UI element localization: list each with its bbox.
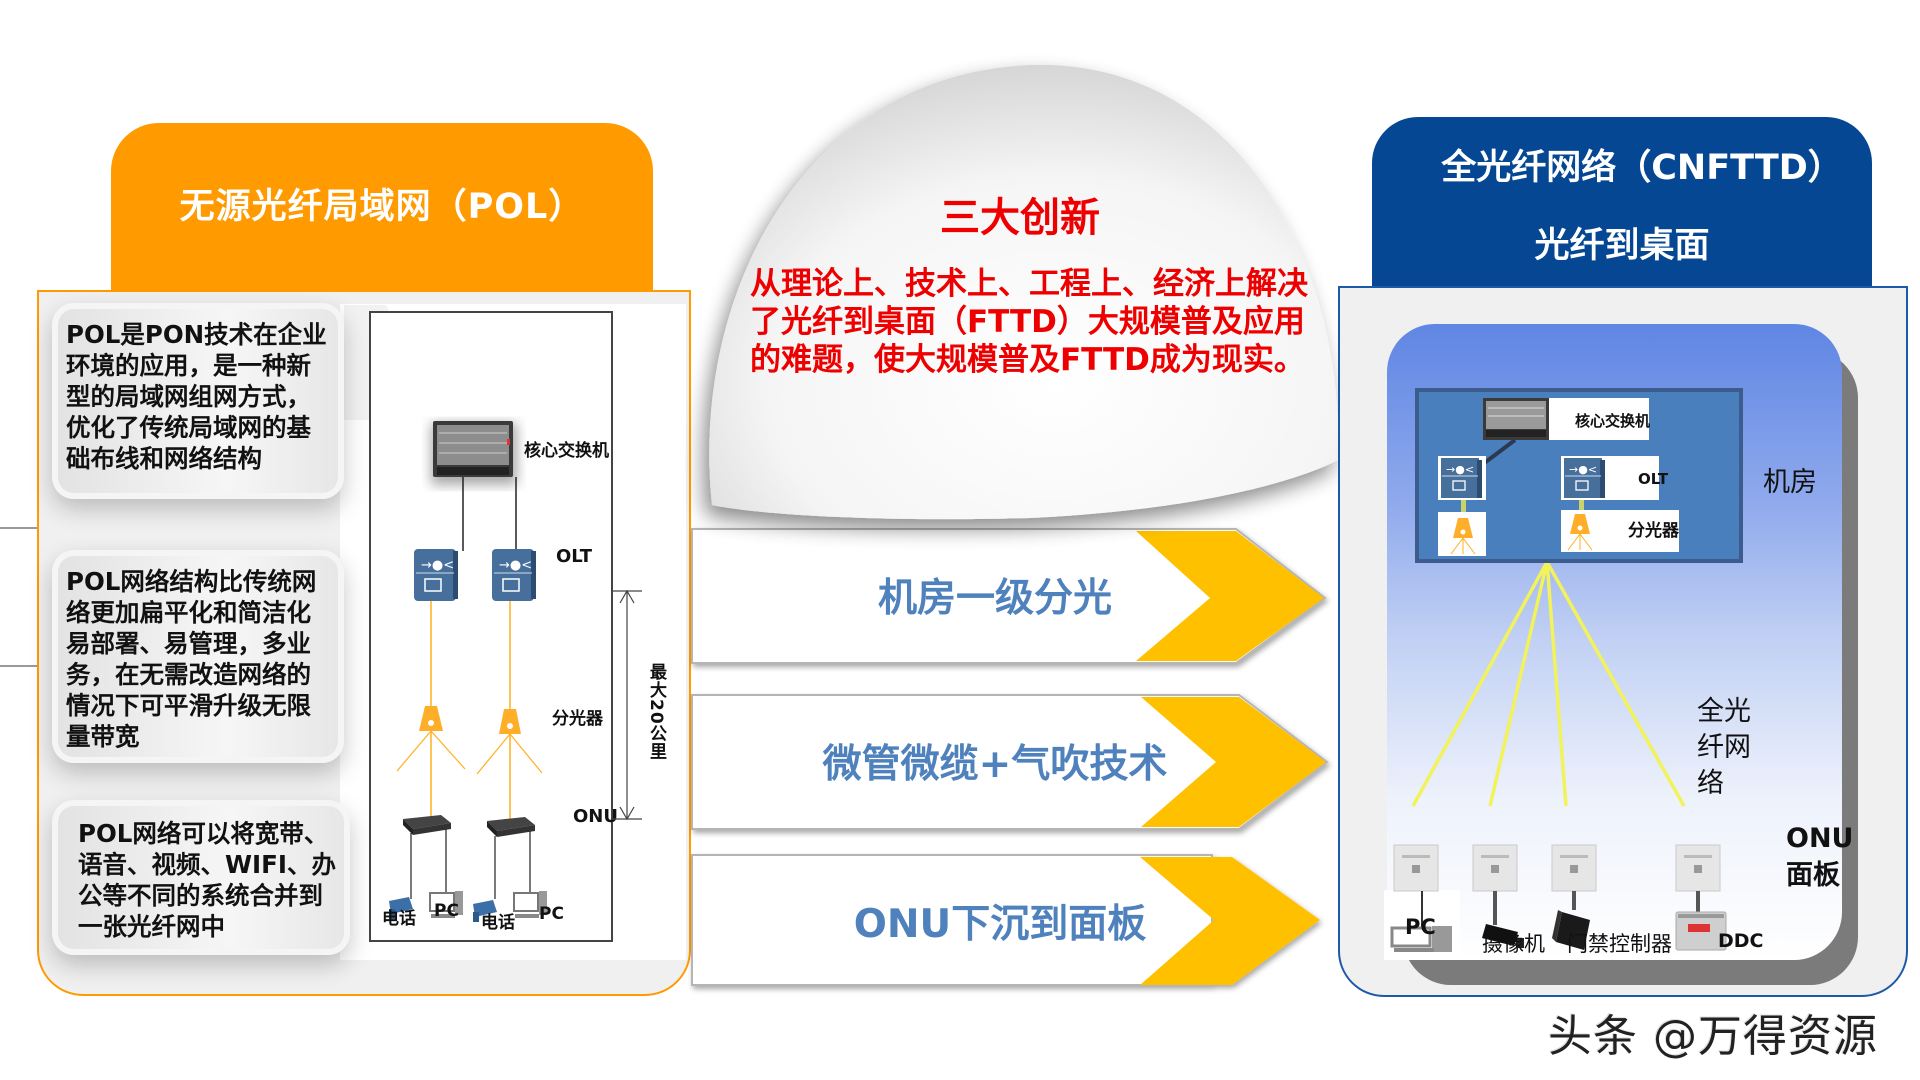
distance-arrow [612, 589, 642, 821]
onu-icon [487, 817, 535, 837]
pc-icon [513, 891, 547, 918]
arrow-label-microduct: 微管微缆+气吹技术 [822, 742, 1168, 787]
core-switch-icon [431, 421, 517, 485]
endpoint-label: PC [434, 901, 459, 921]
cnfttd-header-title: 全光纤网络（CNFTTD） [1441, 148, 1843, 188]
pol-header: 无源光纤局域网（POL） [111, 123, 653, 303]
pol-header-title: 无源光纤局域网（POL） [179, 187, 585, 227]
pc-icon [1390, 926, 1452, 952]
phone-icon [389, 897, 413, 919]
splitter-icon [1450, 518, 1476, 555]
splitter-icon [476, 709, 543, 775]
fiber-line [1488, 561, 1549, 807]
device-label: PC [1405, 915, 1436, 939]
innovation-body: 从理论上、技术上、工程上、经济上解决了光纤到桌面（FTTD）大规模普及应用的难题… [750, 266, 1308, 378]
splitter-icon [1567, 514, 1593, 551]
fiber-line [1411, 561, 1549, 807]
watermark: 头条 @万得资源 [1548, 1011, 1878, 1062]
olt-label: OLT [556, 546, 593, 567]
device-label: 摄像机 [1482, 932, 1545, 956]
access-controller-icon [1552, 910, 1590, 950]
dome-shape [709, 64, 1339, 520]
onu-panel-label: ONU面板 [1786, 823, 1854, 891]
splitter-label: 分光器 [552, 709, 603, 729]
arrow-shape [691, 694, 1329, 830]
splitter-label: 分光器 [1628, 521, 1679, 541]
endpoint-label: PC [539, 904, 564, 924]
fiber-network-label: 全光纤网络 [1697, 696, 1751, 799]
room-equipment-graphics: →●< →●< [1438, 398, 1679, 556]
device-label: DDC [1718, 930, 1764, 952]
splitter-icon [396, 706, 466, 772]
pol-topology-diagram [369, 311, 613, 942]
innovation-dome: 三大创新 从理论上、技术上、工程上、经济上解决了光纤到桌面（FTTD）大规模普及… [700, 55, 1340, 525]
ddc-controller-icon [1675, 911, 1727, 951]
device-label: 门禁控制器 [1567, 932, 1672, 956]
olt-icon: →●< [492, 549, 536, 601]
core-switch-label: 核心交换机 [524, 441, 609, 461]
endpoint-label: 电话 [481, 913, 515, 933]
onu-label: ONU [573, 806, 618, 827]
pol-card-text: POL是PON技术在企业环境的应用，是一种新型的局域网组网方式，优化了传统局域网… [66, 320, 327, 473]
pol-topology-graphics: →●< →●< [389, 421, 547, 922]
pol-card-convergence: POL网络可以将宽带、语音、视频、WIFI、办公等不同的系统合并到一张光纤网中 [52, 800, 350, 955]
pc-icon [429, 891, 463, 918]
onu-panel-icon [1472, 844, 1518, 892]
core-switch-icon [1483, 398, 1549, 440]
olt-icon: →●< [1441, 458, 1482, 498]
pol-card-text: POL网络可以将宽带、语音、视频、WIFI、办公等不同的系统合并到一张光纤网中 [78, 819, 336, 941]
phone-icon [473, 900, 497, 922]
svg-text:→●<: →●< [499, 558, 532, 573]
arrow-label-onu-panel: ONU下沉到面板 [853, 902, 1147, 947]
svg-text:→●<: →●< [421, 558, 454, 573]
olt-label: OLT [1638, 470, 1669, 488]
arrow-shape [691, 854, 1320, 986]
pol-card-text: POL网络结构比传统网络更加扁平化和简洁化易部署、易管理，多业务，在无需改造网络… [66, 567, 317, 751]
fiber-line [1545, 561, 1686, 807]
arrow-shape [691, 528, 1327, 664]
pol-card-structure: POL网络结构比传统网络更加扁平化和简洁化易部署、易管理，多业务，在无需改造网络… [52, 550, 344, 763]
endpoint-label: 电话 [382, 909, 416, 929]
onu-panel-icon [1393, 844, 1439, 892]
svg-text:→●<: →●< [1569, 463, 1597, 476]
pol-card-definition: POL是PON技术在企业环境的应用，是一种新型的局域网组网方式，优化了传统局域网… [52, 303, 344, 499]
svg-text:→●<: →●< [1446, 463, 1474, 476]
onu-device-graphics [1384, 844, 1727, 960]
arrow-label-splitting: 机房一级分光 [877, 576, 1112, 621]
distance-label: 最大20公里 [646, 663, 666, 761]
onu-icon [403, 815, 451, 835]
onu-panel-icon [1551, 844, 1597, 892]
innovation-title: 三大创新 [940, 195, 1100, 241]
room-label: 机房 [1763, 467, 1817, 498]
olt-icon: →●< [414, 549, 458, 601]
olt-icon: →●< [1564, 458, 1605, 498]
camera-icon [1482, 924, 1524, 948]
core-switch-label: 核心交换机 [1575, 412, 1651, 430]
onu-panel-icon [1675, 844, 1721, 892]
fiber-line [1545, 561, 1568, 807]
cnfttd-header: 全光纤网络（CNFTTD） 光纤到桌面 [1372, 117, 1872, 289]
cnfttd-header-subtitle: 光纤到桌面 [1534, 226, 1710, 266]
